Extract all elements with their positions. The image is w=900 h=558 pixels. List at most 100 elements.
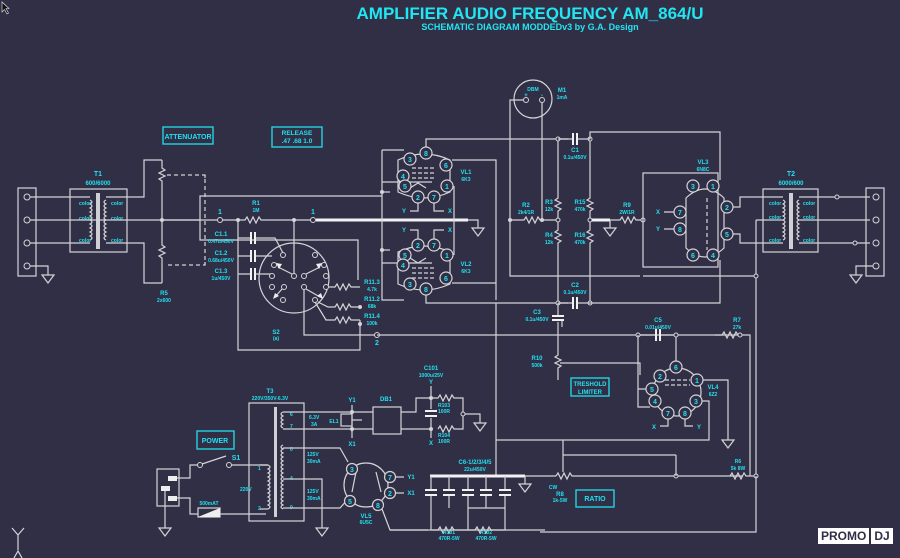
tube-vl4: 6 2 1 5 4 3 7 8 X Y VL4 6Z2	[496, 335, 736, 449]
svg-text:0.01u/450V: 0.01u/450V	[645, 325, 672, 331]
svg-text:color: color	[79, 238, 91, 244]
svg-text:100R: 100R	[438, 409, 450, 415]
svg-text:125V: 125V	[307, 452, 319, 458]
svg-text:X: X	[652, 425, 656, 431]
svg-text:color: color	[803, 215, 815, 221]
svg-text:1u/450V: 1u/450V	[212, 276, 232, 282]
svg-text:0.1u/450V: 0.1u/450V	[563, 290, 587, 296]
svg-text:R101: R101	[443, 530, 455, 536]
svg-text:12k: 12k	[545, 240, 554, 246]
svg-text:T3: T3	[266, 389, 274, 395]
svg-text:Y: Y	[402, 228, 406, 234]
svg-text:Y1: Y1	[407, 475, 415, 481]
svg-text:2: 2	[725, 205, 729, 212]
svg-text:1: 1	[218, 209, 222, 216]
svg-text:color: color	[79, 216, 91, 222]
ground-icon	[470, 227, 486, 237]
release-panel: RELEASE .47 .68 1.0	[271, 126, 323, 148]
svg-text:Y1: Y1	[348, 398, 356, 404]
svg-text:22u/450V: 22u/450V	[464, 467, 486, 473]
input-terminal-block	[17, 187, 56, 284]
svg-text:VL4: VL4	[707, 385, 719, 391]
svg-text:VL3: VL3	[697, 160, 709, 166]
svg-text:5: 5	[348, 499, 352, 506]
svg-text:1: 1	[445, 184, 449, 191]
svg-text:7: 7	[432, 243, 436, 250]
svg-text:1: 1	[258, 466, 261, 472]
svg-text:C5: C5	[654, 318, 662, 324]
svg-text:3: 3	[694, 399, 698, 406]
svg-text:8: 8	[683, 411, 687, 418]
svg-text:R3: R3	[545, 200, 553, 206]
svg-text:R4: R4	[545, 233, 553, 239]
bridge-rectifier-db1: DB1	[352, 397, 431, 435]
filter-c101: C101 1000u/25V Y X R103 100R R104 100R	[419, 366, 488, 447]
svg-text:100R: 100R	[438, 439, 450, 445]
svg-text:R10: R10	[531, 356, 543, 362]
iec-power-inlet	[156, 464, 200, 537]
svg-text:2W/1R: 2W/1R	[619, 210, 635, 216]
svg-text:6: 6	[444, 163, 448, 170]
svg-text:6U5C: 6U5C	[360, 520, 373, 526]
svg-text:R102: R102	[480, 530, 492, 536]
svg-text:(a): (a)	[273, 336, 279, 342]
svg-text:30mA: 30mA	[307, 496, 321, 502]
svg-text:600/6000: 600/6000	[85, 181, 111, 187]
svg-text:1M: 1M	[253, 208, 260, 214]
output-terminal-block	[848, 187, 885, 284]
svg-text:470k: 470k	[574, 240, 585, 246]
svg-text:2: 2	[658, 374, 662, 381]
svg-text:R11.4: R11.4	[364, 314, 380, 320]
antenna-icon	[11, 527, 25, 558]
rotary-switch-s2[interactable]: S2 (a)	[258, 220, 330, 342]
svg-text:100k: 100k	[366, 321, 377, 327]
svg-text:7: 7	[666, 411, 670, 418]
attenuator-panel: ATTENUATOR	[162, 126, 214, 145]
svg-text:6K3: 6K3	[461, 269, 470, 275]
svg-text:220V: 220V	[240, 487, 252, 493]
svg-text:Y: Y	[697, 425, 701, 431]
svg-text:1: 1	[311, 209, 315, 216]
svg-text:T1: T1	[94, 171, 102, 178]
svg-text:8: 8	[424, 287, 428, 294]
svg-text:470R-5W: 470R-5W	[475, 536, 496, 542]
svg-text:3: 3	[691, 184, 695, 191]
svg-text:ATTENUATOR: ATTENUATOR	[164, 134, 211, 141]
svg-text:LIMITER: LIMITER	[578, 390, 603, 396]
svg-text:R11.2: R11.2	[364, 297, 380, 303]
svg-text:C1.1: C1.1	[215, 232, 228, 238]
svg-text:500mAT: 500mAT	[199, 501, 218, 507]
svg-text:2: 2	[416, 195, 420, 202]
svg-text:4.7k: 4.7k	[367, 287, 377, 293]
svg-text:4: 4	[401, 263, 405, 270]
vu-meter-m1: DBM + - M1 1mA	[509, 79, 640, 277]
svg-text:RELEASE: RELEASE	[282, 130, 313, 137]
svg-text:C1.3: C1.3	[215, 269, 228, 275]
svg-text:3: 3	[408, 157, 412, 164]
svg-text:3A: 3A	[311, 422, 318, 428]
svg-text:color: color	[803, 238, 815, 244]
svg-text:7: 7	[388, 475, 392, 482]
transformer-t3: T3 220V/350V-6.3V 1 2 220V 6 7 0 4 0 6.3…	[240, 389, 321, 522]
svg-text:VL1: VL1	[460, 170, 472, 176]
ground-icon	[40, 274, 56, 284]
svg-text:4: 4	[401, 174, 405, 181]
svg-text:6: 6	[674, 365, 678, 372]
svg-text:R8: R8	[556, 492, 564, 498]
svg-text:1: 1	[445, 253, 449, 260]
svg-text:6K3: 6K3	[461, 177, 470, 183]
ratio-pot-r8[interactable]: CW R8 1k-5W	[549, 440, 742, 504]
svg-text:0: 0	[290, 447, 293, 453]
treshold-limiter-panel: TRESHOLD LIMITER	[570, 377, 610, 397]
svg-text:5k 8W: 5k 8W	[731, 466, 746, 472]
svg-text:5: 5	[725, 232, 729, 239]
svg-text:color: color	[769, 238, 781, 244]
svg-text:7: 7	[432, 195, 436, 202]
svg-text:27k: 27k	[733, 325, 742, 331]
svg-text:0.68u/450V: 0.68u/450V	[208, 258, 235, 264]
svg-text:8: 8	[376, 503, 380, 510]
tube-vl3: 3 1 2 7 8 5 6 4 X Y VL3 6N8C	[642, 160, 734, 268]
svg-text:2: 2	[375, 340, 379, 347]
svg-text:12k: 12k	[545, 207, 554, 213]
svg-text:1mA: 1mA	[557, 95, 568, 101]
